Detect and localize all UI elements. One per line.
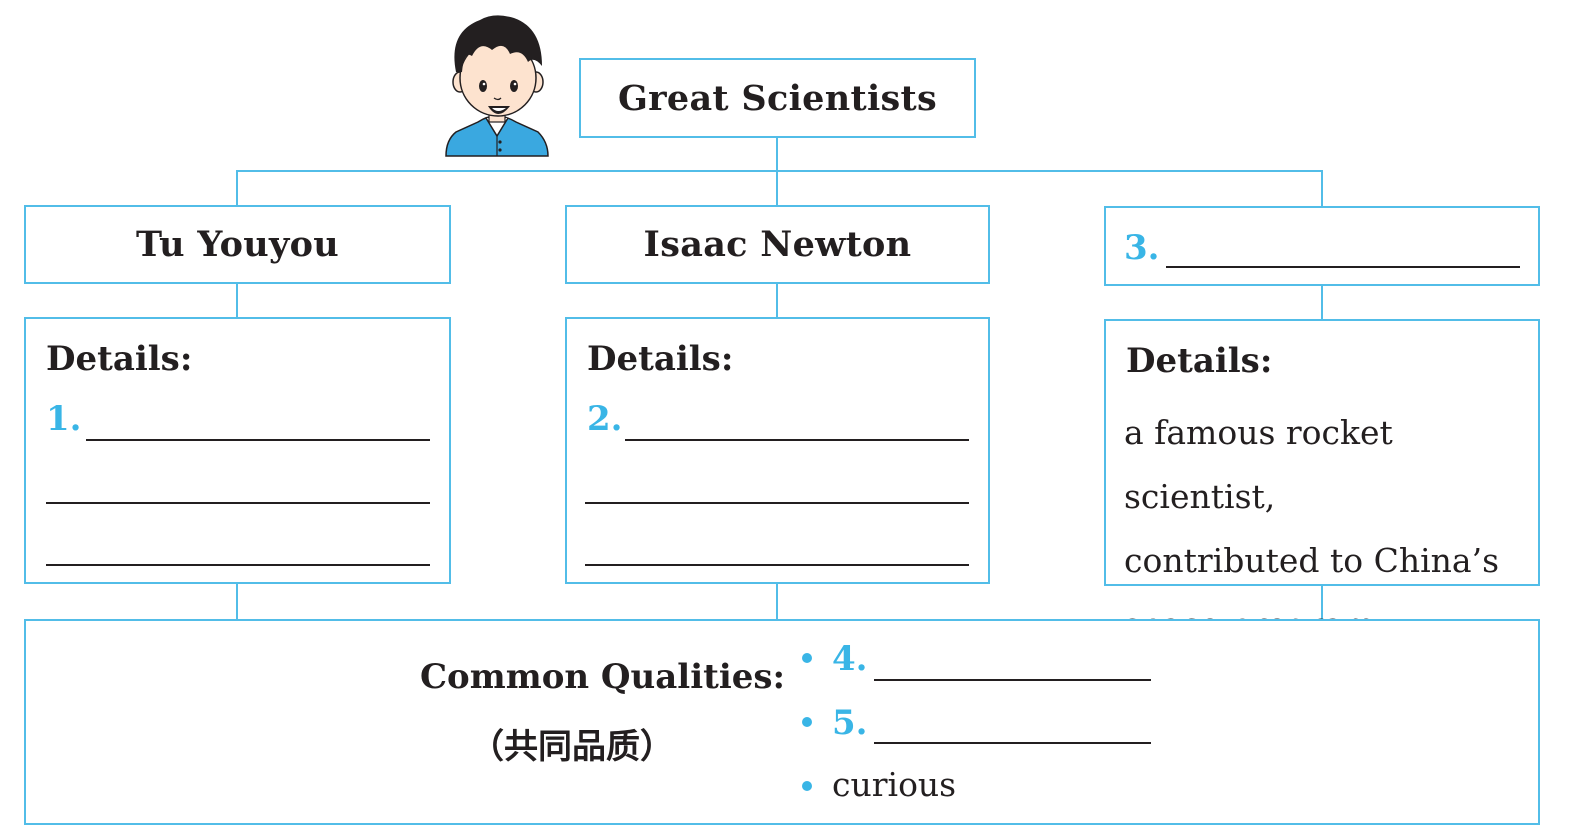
common-qualities-label-cn: （共同品质）: [470, 727, 674, 767]
blank-number: 5.: [832, 703, 868, 743]
details-box-2: Details: 2.: [565, 317, 990, 584]
connector-right-down: [1321, 170, 1323, 207]
blank-number: 4.: [832, 639, 868, 679]
connector-left-down: [236, 170, 238, 206]
connector-left-mid: [236, 283, 238, 318]
details-line: a famous rocket scientist,: [1124, 413, 1393, 516]
bullet-dot: [802, 653, 812, 663]
details-answer-blank[interactable]: [625, 439, 969, 441]
details-label: Details:: [587, 339, 734, 379]
common-qualities-label: Common Qualities:: [420, 657, 786, 697]
quality-text: curious: [832, 765, 957, 804]
blank-number: 1.: [46, 399, 82, 439]
root-title-box: Great Scientists: [579, 58, 976, 138]
details-answer-blank[interactable]: [86, 439, 430, 441]
connector-root-down: [776, 138, 778, 206]
quality-answer-blank[interactable]: [874, 679, 1151, 681]
root-title: Great Scientists: [617, 77, 938, 119]
connector-left-bottom: [236, 583, 238, 620]
details-label: Details:: [46, 339, 193, 379]
details-box-1: Details: 1.: [24, 317, 451, 584]
details-line: contributed to China’s: [1124, 541, 1500, 580]
scientist-name: Tu Youyou: [135, 224, 340, 265]
connector-right-bottom: [1321, 585, 1323, 620]
details-box-3: Details: a famous rocket scientist, cont…: [1104, 319, 1540, 644]
bullet-dot: [802, 717, 812, 727]
details-answer-blank[interactable]: [46, 502, 430, 504]
scientist-name-box-1: Tu Youyou: [24, 205, 451, 284]
scientist-name: Isaac Newton: [643, 224, 912, 265]
details-answer-blank[interactable]: [585, 502, 969, 504]
connector-center-bottom: [776, 583, 778, 620]
connector-center-mid: [776, 283, 778, 318]
name-answer-blank[interactable]: [1166, 266, 1520, 268]
details-answer-blank[interactable]: [585, 564, 969, 566]
connector-horizontal: [237, 170, 1323, 172]
quality-answer-blank[interactable]: [874, 742, 1151, 744]
details-label: Details:: [1126, 341, 1273, 381]
blank-number: 2.: [587, 399, 623, 439]
boy-illustration: [445, 15, 549, 157]
scientist-name-box-2: Isaac Newton: [565, 205, 990, 284]
blank-number: 3.: [1124, 228, 1160, 268]
scientist-name-box-3: 3.: [1104, 206, 1540, 286]
bullet-dot: [802, 781, 812, 791]
details-answer-blank[interactable]: [46, 564, 430, 566]
common-qualities-box: Common Qualities: （共同品质） 4. 5. curious: [24, 619, 1540, 825]
connector-right-mid: [1321, 284, 1323, 320]
